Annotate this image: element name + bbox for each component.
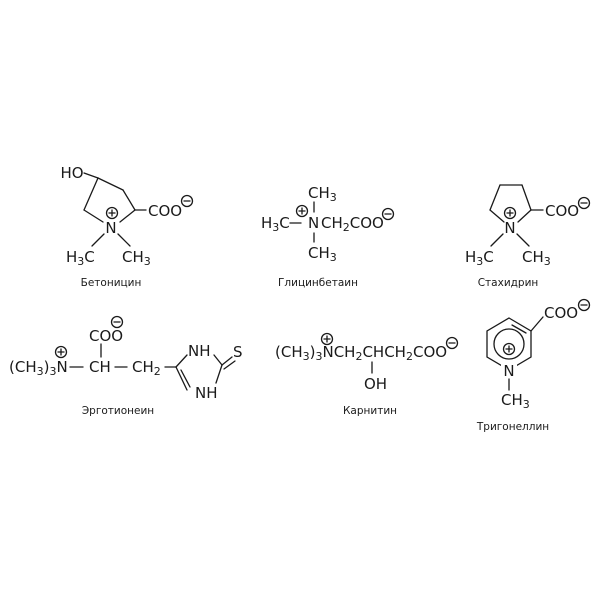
- charge-minus-icon: [577, 298, 591, 312]
- bond: [117, 233, 131, 247]
- betonicine-methyl-left: H3C: [66, 248, 95, 268]
- bond: [119, 209, 136, 223]
- stachydrine-methyl-right: CH3: [522, 248, 551, 268]
- charge-minus-icon: [110, 315, 124, 329]
- bond: [490, 233, 504, 247]
- stachydrine-n-label: N: [504, 219, 515, 237]
- bond: [521, 184, 532, 211]
- bond: [213, 354, 223, 366]
- bond: [215, 364, 223, 384]
- stachydrine-methyl-left: H3C: [465, 248, 494, 268]
- charge-plus-icon: [105, 206, 119, 220]
- charge-minus-icon: [180, 194, 194, 208]
- glycine-betaine-n-label: N: [308, 214, 319, 232]
- bond: [91, 233, 105, 247]
- caption-ergothioneine: Эрготионеин: [82, 405, 154, 417]
- aromatic-circle: [493, 328, 525, 360]
- trigonelline-n-label: N: [503, 362, 514, 380]
- bond: [122, 189, 136, 211]
- charge-minus-icon: [381, 207, 395, 221]
- bond: [516, 233, 530, 247]
- bond: [221, 356, 233, 366]
- bond: [511, 324, 527, 334]
- caption-glycine-betaine: Глицинбетаин: [278, 277, 358, 289]
- molecule-carnitine: (CH3)3NCH2CHCH2COO OH Карнитин: [275, 332, 459, 417]
- carnitine-oh-label: OH: [364, 375, 387, 393]
- ergothioneine-s-label: S: [233, 343, 243, 361]
- molecule-betonicine: HO COO N H3C CH3 Бетоницин: [60, 164, 194, 289]
- charge-plus-icon: [54, 345, 68, 359]
- bond: [489, 209, 505, 223]
- caption-carnitine: Карнитин: [343, 405, 397, 417]
- bond: [97, 177, 124, 191]
- bond: [175, 366, 188, 391]
- bond: [83, 209, 104, 223]
- bond: [83, 177, 99, 211]
- glycine-betaine-methyl-top: CH3: [308, 184, 337, 204]
- betonicine-coo-label: COO: [148, 202, 182, 220]
- trigonelline-methyl: CH3: [501, 391, 530, 411]
- bond: [489, 184, 501, 211]
- ergothioneine-ch-label: CH: [89, 358, 111, 376]
- ergothioneine-nh-top: NH: [188, 342, 211, 360]
- ergothioneine-nh-bottom: NH: [195, 384, 218, 402]
- molecule-stachydrine: COO N H3C CH3 Стахидрин: [465, 184, 591, 289]
- caption-betonicine: Бетоницин: [81, 277, 142, 289]
- bond: [83, 172, 99, 179]
- charge-minus-icon: [577, 196, 591, 210]
- n-label-backdrop: [501, 362, 517, 378]
- caption-stachydrine: Стахидрин: [478, 277, 539, 289]
- carnitine-chain: (CH3)3NCH2CHCH2COO: [275, 343, 447, 363]
- betonicine-n-label: N: [105, 219, 116, 237]
- charge-plus-icon: [295, 204, 309, 218]
- charge-plus-icon: [503, 206, 517, 220]
- bond: [175, 354, 188, 368]
- charge-plus-icon: [502, 342, 516, 356]
- ergothioneine-coo-label: COO: [89, 327, 123, 345]
- stachydrine-coo-label: COO: [545, 202, 579, 220]
- bond: [517, 209, 532, 223]
- charge-plus-icon: [320, 332, 334, 346]
- molecule-glycine-betaine: CH3 H3C N CH2COO CH3 Глицинбетаин: [261, 184, 395, 289]
- bond: [530, 316, 544, 332]
- glycine-betaine-chain: CH2COO: [321, 214, 384, 234]
- charge-minus-icon: [445, 336, 459, 350]
- molecule-trigonelline: COO N CH3 Тригонеллин: [476, 298, 591, 433]
- trigonelline-coo-label: COO: [544, 304, 578, 322]
- bond: [223, 360, 236, 370]
- bond: [180, 369, 191, 388]
- molecule-ergothioneine: COO (CH3)3N CH CH2 NH S NH Эрготионеин: [9, 315, 243, 417]
- caption-trigonelline: Тригонеллин: [476, 421, 549, 433]
- glycine-betaine-methyl-bottom: CH3: [308, 244, 337, 264]
- betonicine-oh-label: HO: [60, 164, 83, 182]
- ergothioneine-ch2-label: CH2: [132, 358, 161, 378]
- ergothioneine-trimethylammonium: (CH3)3N: [9, 358, 68, 378]
- betonicine-methyl-right: CH3: [122, 248, 151, 268]
- glycine-betaine-methyl-left: H3C: [261, 214, 290, 234]
